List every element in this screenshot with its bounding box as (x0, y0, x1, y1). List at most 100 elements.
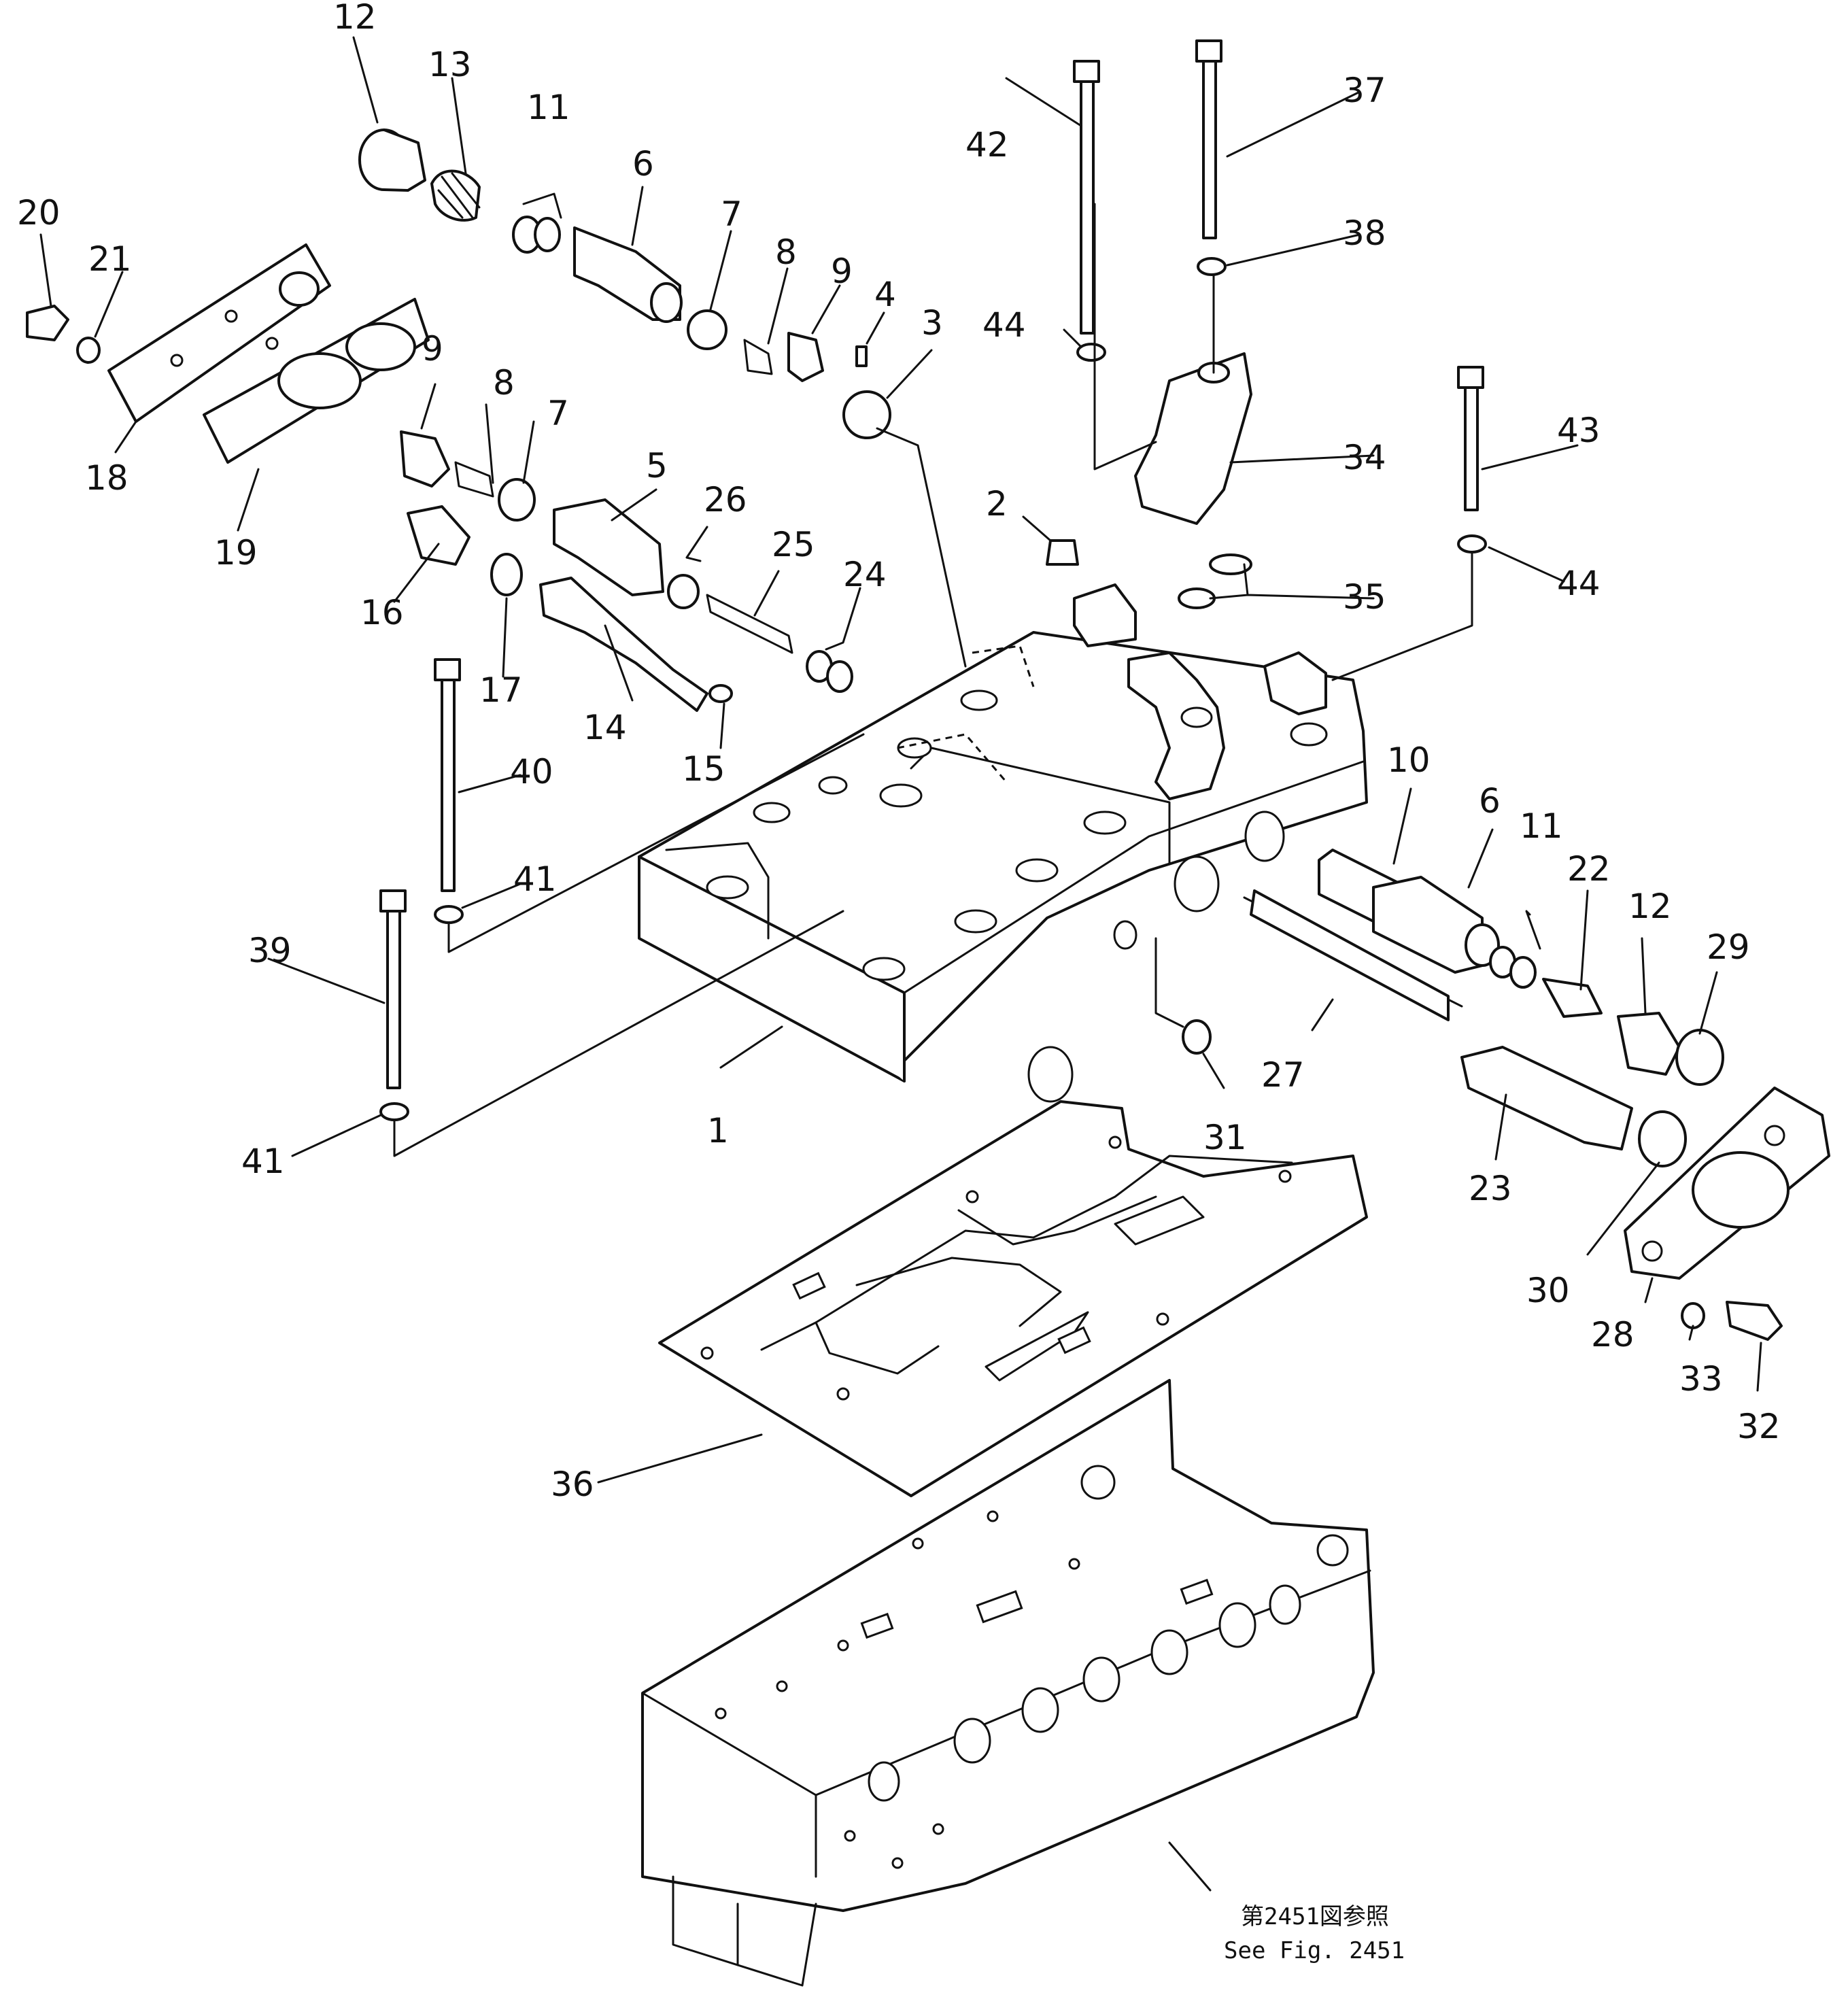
callout-12-right: 12 (1628, 887, 1672, 926)
callout-34: 34 (1343, 438, 1386, 477)
sleeve-part-7-mid (498, 478, 536, 522)
callout-8-mid: 8 (493, 363, 515, 403)
reference-note-jp: 第2451図参照 (1241, 1903, 1389, 1930)
separator-plate-part-36 (658, 1100, 1368, 1497)
reference-note: 第2451図参照 See Fig. 2451 (1224, 1903, 1405, 1964)
callout-17: 17 (479, 670, 523, 710)
callout-44-right: 44 (1557, 564, 1601, 603)
bolt-part-43 (1457, 366, 1484, 389)
valve-part-23 (1460, 1046, 1633, 1150)
callout-33: 33 (1679, 1359, 1723, 1399)
callout-10: 10 (1387, 740, 1431, 780)
o-ring-part-29 (1675, 1029, 1724, 1086)
callout-36: 36 (551, 1465, 594, 1504)
o-ring-part-30 (1638, 1110, 1687, 1167)
callout-16: 16 (360, 593, 404, 632)
spring-part-8-top (743, 339, 773, 375)
callout-24: 24 (843, 555, 887, 594)
fitting-part-2 (1046, 539, 1079, 566)
callout-21: 21 (88, 239, 132, 279)
callout-23: 23 (1469, 1169, 1512, 1208)
screw-part-32 (1726, 1301, 1783, 1341)
washer-part-41-lower (379, 1102, 409, 1121)
callout-labels: 12 13 11 6 7 8 9 4 3 20 21 18 19 9 8 7 5… (17, 0, 1781, 1504)
washer-part-33 (1681, 1302, 1705, 1329)
bolt-part-40 (434, 658, 461, 681)
ring-part-26 (667, 574, 700, 609)
o-ring-part-35-b (1178, 587, 1216, 609)
callout-1: 1 (707, 1111, 729, 1150)
callout-41-upper: 41 (513, 859, 557, 899)
cap-part-3 (842, 390, 891, 439)
middle-spool-row (400, 430, 853, 712)
callout-28: 28 (1591, 1315, 1635, 1354)
bolt-group (379, 39, 1487, 1121)
callout-8-top: 8 (775, 233, 797, 272)
callout-37: 37 (1343, 71, 1386, 110)
callout-32: 32 (1737, 1407, 1781, 1446)
callout-7-top: 7 (721, 194, 742, 234)
callout-35: 35 (1343, 577, 1386, 617)
o-ring-part-17 (490, 553, 523, 596)
callout-12-top: 12 (333, 0, 377, 37)
washer-part-44-left (1076, 343, 1106, 362)
callout-13: 13 (428, 45, 472, 84)
bracket-group (1046, 352, 1252, 609)
callout-27: 27 (1261, 1055, 1305, 1095)
bolt-part-39 (379, 889, 407, 912)
bolt-part-37 (1195, 39, 1222, 63)
callout-29: 29 (1707, 927, 1750, 967)
callout-6-right: 6 (1479, 781, 1501, 821)
callout-2: 2 (986, 484, 1008, 524)
callout-7-mid: 7 (547, 394, 569, 433)
spool-part-14 (539, 577, 708, 712)
plug-part-9-mid (400, 430, 450, 488)
callout-26: 26 (704, 480, 747, 519)
callout-31: 31 (1203, 1118, 1247, 1157)
callout-39: 39 (248, 931, 292, 970)
washer-part-44-right (1457, 534, 1487, 553)
plug-part-9-top (787, 332, 824, 382)
callout-19: 19 (214, 533, 258, 573)
callout-25: 25 (772, 525, 815, 564)
callout-18: 18 (85, 458, 129, 498)
callout-11-top: 11 (527, 88, 570, 127)
callout-9-top: 9 (831, 252, 853, 291)
bolt-part-42 (1073, 60, 1100, 83)
leader-lines (39, 36, 1762, 1892)
valve-body-part-1 (638, 583, 1368, 1103)
top-spool-row (358, 129, 891, 439)
callout-5: 5 (646, 446, 668, 485)
callout-40: 40 (510, 752, 553, 791)
sleeve-part-7-top (687, 309, 728, 350)
bracket-part-34 (1134, 352, 1252, 525)
callout-9-mid: 9 (422, 329, 443, 369)
spool-part-6-right (1372, 876, 1484, 974)
washer-part-41-upper (434, 905, 464, 924)
washer-part-21 (76, 337, 101, 364)
spool-part-5 (553, 498, 664, 596)
plug-part-12-right (1617, 1012, 1681, 1076)
spring-part-25 (706, 594, 793, 654)
left-cover-group (26, 243, 430, 464)
plug-part-16 (407, 505, 470, 566)
callout-3: 3 (921, 303, 943, 343)
o-ring-part-31 (1182, 1019, 1212, 1055)
washer-part-38 (1197, 257, 1227, 276)
callout-30: 30 (1526, 1271, 1570, 1310)
screw-part-20 (26, 305, 69, 341)
spring-part-8-mid (454, 461, 494, 498)
callout-43: 43 (1557, 411, 1601, 450)
spring-part-22 (1542, 978, 1603, 1018)
callout-15: 15 (682, 749, 725, 789)
callout-14: 14 (583, 708, 627, 747)
callout-22: 22 (1567, 849, 1611, 889)
callout-41-lower: 41 (241, 1142, 285, 1181)
cover-part-18 (107, 243, 331, 423)
o-ring-part-35-a (1209, 553, 1252, 575)
lower-case-reference (641, 1379, 1375, 1987)
callout-6-top: 6 (632, 144, 654, 184)
callout-38: 38 (1343, 214, 1386, 253)
callout-11-right: 11 (1520, 806, 1563, 846)
